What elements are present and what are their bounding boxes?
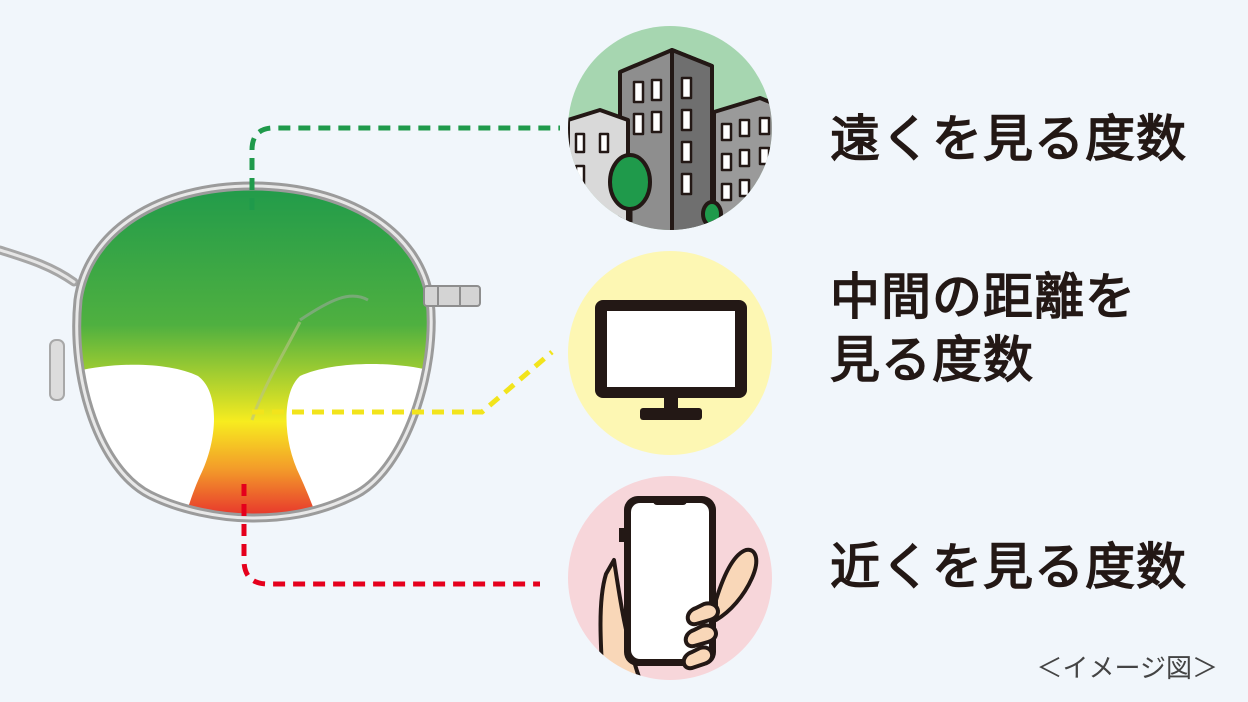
intermediate-label-line1: 中間の距離を	[830, 268, 1136, 326]
glasses-frame	[72, 181, 481, 523]
near-distance-label: 近くを見る度数	[830, 538, 1187, 596]
image-caption: ＜イメージ図＞	[1036, 654, 1218, 684]
far-distance-label: 遠くを見る度数	[830, 110, 1187, 168]
intermediate-label-line2: 見る度数	[830, 330, 1034, 389]
glasses-temple-left	[0, 245, 79, 401]
connector-far	[249, 125, 560, 210]
city-buildings-icon	[568, 26, 772, 230]
computer-monitor-icon	[568, 251, 772, 455]
intermediate-distance-label: 中間の距離を 見る度数	[830, 266, 1136, 391]
smartphone-in-hand-icon	[568, 476, 772, 680]
connector-middle	[252, 350, 554, 415]
